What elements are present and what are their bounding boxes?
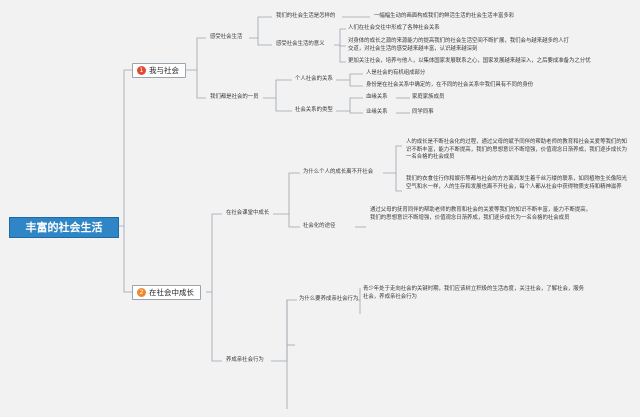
node-prosocial-detail[interactable]: 青少年处于走向社会的关键时期，我们应该树立积极的生活态度，关注社会，了解社会，服… xyxy=(363,286,585,300)
node-classmates-colleagues[interactable]: 同学同事 xyxy=(412,109,434,115)
root-node[interactable]: 丰富的社会生活 xyxy=(9,217,119,238)
branch-label: 在社会中成长 xyxy=(149,288,194,297)
node-individual-society-relation[interactable]: 个人社会的关系 xyxy=(295,76,333,82)
node-relation-types[interactable]: 社会关系的类型 xyxy=(295,107,333,113)
node-prosocial-behavior[interactable]: 养成亲社会行为 xyxy=(226,357,264,363)
node-work-relation[interactable]: 业缘关系 xyxy=(366,109,388,115)
node-we-are-members[interactable]: 我们都是社会的一员 xyxy=(210,94,259,100)
node-why-growth-needs-society[interactable]: 为什么个人的成长离不开社会 xyxy=(303,169,374,175)
node-family-members[interactable]: 家庭家族成员 xyxy=(412,94,445,100)
node-what-is-social-life[interactable]: 我们的社会生活是怎样的 xyxy=(276,13,336,19)
node-organic-part[interactable]: 人是社会的有机组成部分 xyxy=(366,70,426,76)
node-why-prosocial[interactable]: 为什么要养成亲社会行为 xyxy=(299,296,359,302)
node-life-linked-to-society[interactable]: 我们的衣食住行你和娱乐等都与社会的方方面面发生着千丝万缕的联系，如同植物生长像阳… xyxy=(406,176,628,190)
node-feel-social-life[interactable]: 感受社会生活 xyxy=(210,34,243,40)
node-grow-in-classroom[interactable]: 在社会课堂中成长 xyxy=(226,210,270,216)
node-identity-by-relations[interactable]: 身份是在社会关系中确定的，在不同的社会关系中我们具有不同的身份 xyxy=(366,82,534,88)
node-care-about-society[interactable]: 更加关注社会，培养与他人，以集体国家发展联系之心，国家发展越来越深入，之后要成准… xyxy=(348,58,591,64)
branch-label: 我与社会 xyxy=(149,66,179,75)
node-socialization-path[interactable]: 社会化的途径 xyxy=(303,223,336,229)
node-social-relations-formed[interactable]: 人们在社会交往中形成了各种社会关系 xyxy=(348,25,440,31)
node-colorful-life[interactable]: 一幅幅生动的画面构成我们的鲜活生活的社会生活丰富多彩 xyxy=(374,13,515,19)
number-badge-1: 1 xyxy=(137,66,146,75)
node-expanding-life-space[interactable]: 对身体的成长之源的来源能力的提高我们的社会生活空间不断扩展，我们会与越来越多的人… xyxy=(348,38,570,52)
node-socialization-path-detail[interactable]: 通过父母的抚育同伴的帮助老师的教育和社会的关爱等我们的知识不断丰富，能力不断提高… xyxy=(370,207,592,221)
number-badge-2: 2 xyxy=(137,288,146,297)
node-socialization-process[interactable]: 人的成长是不断社会化的过程，通过父母的赋予同伴的帮助老师的教育和社会关爱等我们的… xyxy=(406,139,628,161)
node-meaning-of-social-life[interactable]: 感受社会生活的意义 xyxy=(276,41,325,47)
node-blood-relation[interactable]: 血缘关系 xyxy=(366,94,388,100)
